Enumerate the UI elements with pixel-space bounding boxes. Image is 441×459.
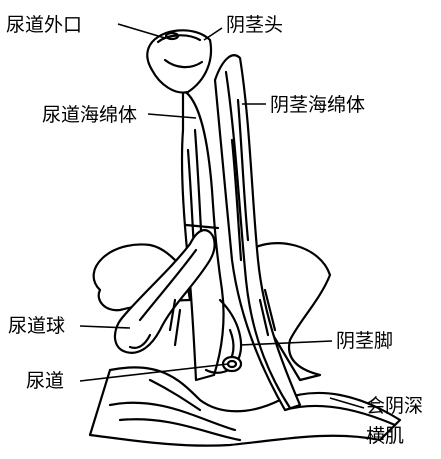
label-urethral-orifice: 尿道外口 bbox=[6, 14, 82, 36]
label-glans: 阴茎头 bbox=[226, 14, 283, 36]
label-urethra: 尿道 bbox=[26, 370, 64, 392]
label-deep-transverse-2: 横肌 bbox=[366, 425, 404, 447]
label-bulb: 尿道球 bbox=[8, 315, 65, 337]
label-deep-transverse-1: 会阴深 bbox=[366, 395, 423, 417]
label-crus: 阴茎脚 bbox=[336, 330, 393, 352]
label-spongiosum: 尿道海绵体 bbox=[42, 104, 137, 126]
label-cavernosum: 阴茎海绵体 bbox=[270, 94, 365, 116]
leader-glans bbox=[204, 28, 222, 40]
leader-urethral-orifice bbox=[118, 24, 165, 38]
deep-transverse-muscle bbox=[90, 367, 400, 445]
